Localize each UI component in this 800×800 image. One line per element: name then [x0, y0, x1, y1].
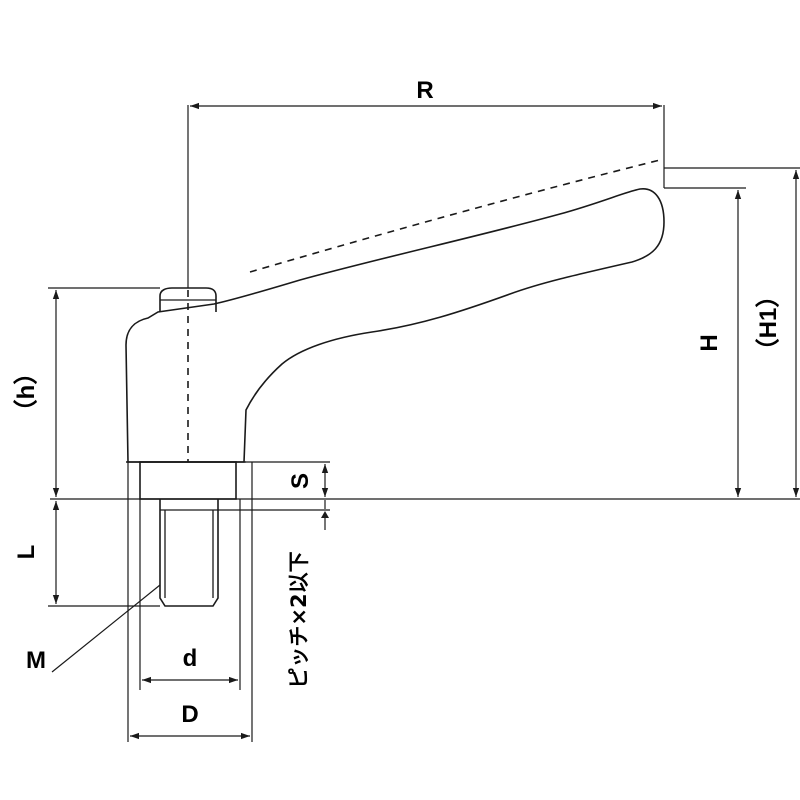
dimension-h: （h）: [13, 287, 160, 497]
label-M: M: [26, 647, 46, 674]
hub-boss: [159, 287, 217, 312]
leader-line-M: [51, 584, 161, 673]
label-R: R: [416, 77, 433, 104]
dimension-D: D: [127, 462, 253, 742]
swing-outline: [249, 159, 661, 273]
label-h: （h）: [13, 361, 40, 424]
label-H: H: [696, 334, 723, 351]
seat-washer: [139, 461, 237, 500]
dimension-R: R: [187, 77, 665, 288]
dimension-pitch: ピッチ×2以下: [218, 500, 330, 689]
dimension-L: L: [13, 501, 160, 607]
label-d: d: [183, 645, 198, 672]
threaded-stud: [159, 499, 219, 607]
dimension-d: d: [139, 499, 241, 690]
leader-M: M: [26, 584, 161, 674]
label-D: D: [181, 701, 198, 728]
lever-outline: [125, 188, 665, 463]
label-S: S: [287, 473, 314, 489]
label-H1: （H1）: [755, 284, 782, 363]
lever-body: [125, 159, 665, 607]
label-L: L: [13, 545, 40, 560]
label-thread-note: ピッチ×2以下: [287, 551, 311, 688]
pitch-arrow: [321, 511, 329, 518]
dimension-H1: （H1）: [664, 167, 800, 497]
dimension-S: S: [246, 461, 330, 497]
dimension-H: H: [664, 187, 746, 497]
